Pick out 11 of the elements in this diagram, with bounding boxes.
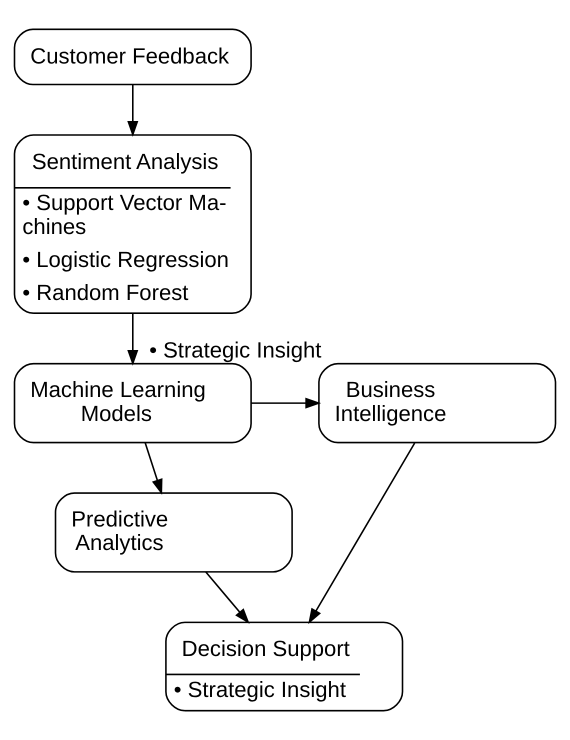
node-box: Machine Learning Models <box>14 362 252 444</box>
arrow <box>205 571 250 624</box>
arrow <box>144 442 162 495</box>
node-box: Business Intelligence <box>318 362 556 444</box>
arrow <box>127 314 138 366</box>
arrow <box>127 84 138 137</box>
arrow <box>251 398 322 409</box>
arrow <box>308 442 416 624</box>
node-label: • Strategic Insight <box>149 338 322 363</box>
node-box: Predictive Analytics <box>54 492 293 573</box>
node-box: Customer Feedback <box>14 28 252 86</box>
